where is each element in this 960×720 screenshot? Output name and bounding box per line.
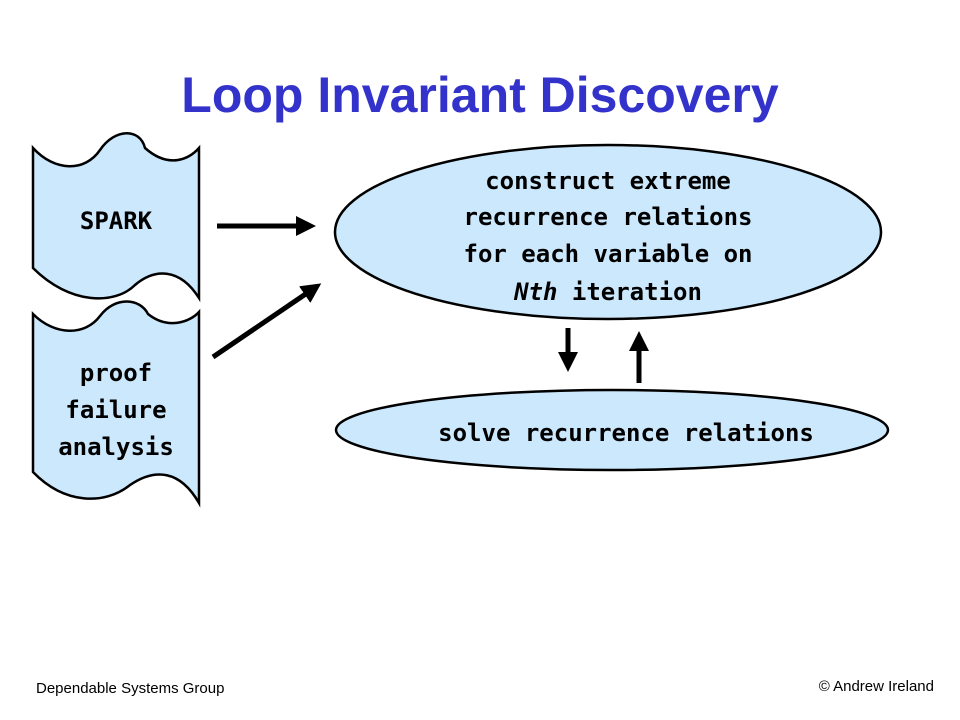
proof-failure-document: proof failure analysis [31,300,201,508]
footer-group-name: Dependable Systems Group [36,680,225,697]
footer-copyright: © Andrew Ireland [818,678,934,695]
construct-label-line-3: for each variable on [464,240,753,268]
proof-failure-label-line-1: proof [80,359,152,387]
slide-title: Loop Invariant Discovery [181,67,779,123]
spark-label: SPARK [80,207,153,235]
spark-document-shape [31,132,201,303]
arrow-proof-to-construct [211,283,322,360]
construct-label-line-2: recurrence relations [464,203,753,231]
proof-failure-label-line-3: analysis [58,433,174,461]
construct-label-iteration: iteration [572,278,702,306]
construct-label-line-4: Nth iteration [513,278,702,306]
proof-failure-document-shape [31,300,201,508]
construct-label-space [557,278,571,306]
construct-label-line-1: construct extreme [485,167,731,195]
construct-label-italic-nth: Nth [513,278,557,306]
spark-document: SPARK [31,132,201,303]
solve-label: solve recurrence relations [438,419,814,447]
solve-ellipse [334,388,890,472]
construct-node: construct extreme recurrence relations f… [333,143,883,321]
solve-node: solve recurrence relations [334,388,890,472]
construct-ellipse [333,143,883,321]
proof-failure-label-line-2: failure [65,396,166,424]
